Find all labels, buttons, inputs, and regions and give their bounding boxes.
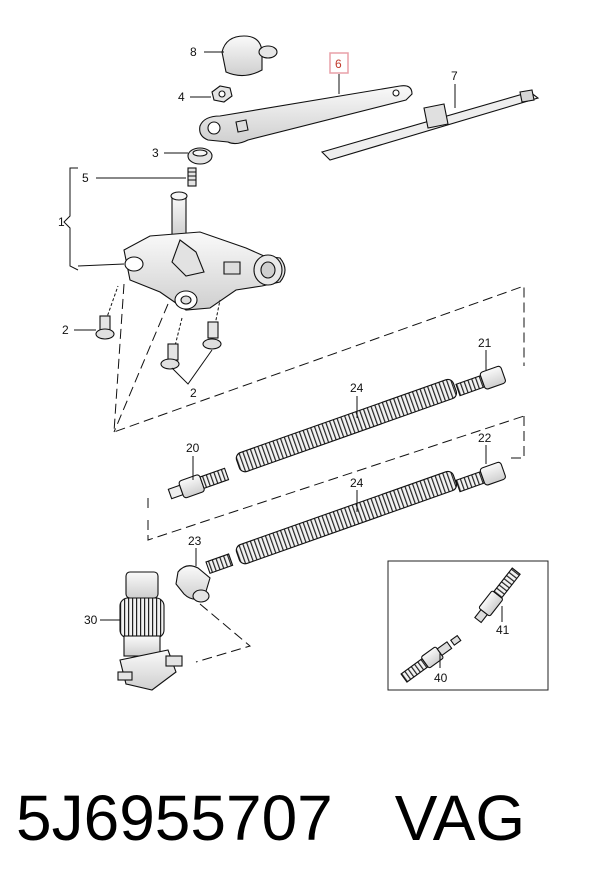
connector-20-part [167, 467, 230, 500]
connector-22-part [455, 461, 506, 493]
dashed-frame-right [510, 416, 525, 459]
nut-part [211, 85, 233, 103]
callout-41: 41 [496, 623, 510, 637]
callout-6: 6 [335, 57, 342, 71]
callout-23: 23 [188, 534, 202, 548]
part-number-text: 5J6955707 [16, 782, 333, 854]
inset-box [387, 560, 549, 691]
callout-3: 3 [152, 146, 159, 160]
callout-4: 4 [178, 90, 185, 104]
washer-pump-part [117, 571, 183, 691]
bolt-middle-part [160, 317, 183, 370]
connector-40-part [400, 634, 462, 683]
wiper-arm-cap-part [221, 35, 278, 77]
callout-2b: 2 [190, 386, 197, 400]
wiper-blade-part [320, 89, 540, 161]
leader-2b [171, 349, 213, 385]
dashed-link-upper [113, 283, 525, 433]
part-number-caption: 5J6955707 VAG [16, 768, 586, 868]
callout-5: 5 [82, 171, 89, 185]
dashed-link-pump [195, 603, 252, 663]
callout-24a: 24 [350, 381, 364, 395]
callout-8: 8 [190, 45, 197, 59]
callout-20: 20 [186, 441, 200, 455]
wiper-arm-part [199, 85, 413, 145]
connector-21-part [455, 365, 506, 397]
grommet-part [187, 147, 213, 165]
connector-41-part [474, 567, 521, 624]
parts-diagram: 8 4 6 7 3 5 1 [58, 35, 549, 691]
wiper-motor-part [123, 191, 286, 311]
leader-1 [77, 263, 125, 267]
brand-text: VAG [394, 782, 526, 854]
callout-7: 7 [451, 69, 458, 83]
elbow-connector-part [175, 553, 234, 603]
bolt-left-part [95, 285, 119, 340]
callout-24b: 24 [350, 476, 364, 490]
callout-1: 1 [58, 215, 65, 229]
bolt-right-part [202, 299, 222, 350]
callout-30: 30 [84, 613, 98, 627]
highlight-frame [329, 52, 349, 74]
dashed-link-motor [113, 303, 169, 433]
callout-2a: 2 [62, 323, 69, 337]
corrugated-hose-upper-part [235, 378, 458, 473]
callout-22: 22 [478, 431, 492, 445]
small-screw-part [187, 167, 197, 187]
dashed-frame-mid [147, 415, 525, 541]
callout-21: 21 [478, 336, 492, 350]
bracket-1 [63, 167, 79, 271]
corrugated-hose-lower-part [235, 470, 458, 565]
callout-40: 40 [434, 671, 448, 685]
